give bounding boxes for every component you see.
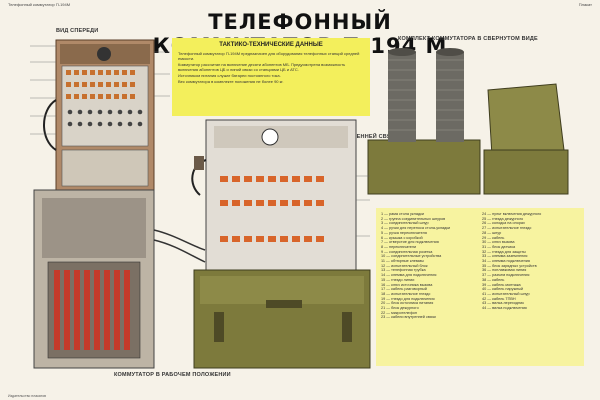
legend-item: 23 — кабели внутренней связи [381,315,436,320]
legend-item: 32 — гнезда для защиты [482,249,526,254]
legend-item: 21 — блок дежурного [381,306,419,311]
folded-kit-coils [367,48,481,195]
legend-column-2: 24 — пульт включения дежурного 25 — гнез… [482,212,580,311]
legend-item: 43 — вилка-переходник [482,301,524,306]
specs-paragraph: Источником питания служат батареи постоя… [178,73,281,78]
legend-item: 13 — телефонная трубка [381,268,426,273]
legend-item: 1 — рама стола укладки [381,212,424,216]
legend-item: 6 — крышка с коробкой [381,235,423,240]
legend-item: 9 — соединительная розетка [381,249,433,254]
legend-item: 26 — колодка на опорах [482,221,525,226]
specs-paragraph: Телефонный коммутатор П-194М предназначе… [178,51,360,61]
legend-item: 33 — клемма заземления [482,254,528,259]
front-view-switchboard [43,39,155,191]
specs-paragraph: Коммутатор рассчитан на включение десяти… [178,62,346,72]
working-position-assembly [33,189,206,369]
legend-item: 18 — испытательное гнездо [381,291,431,296]
legend-item: 14 — клемма для подключения [381,273,437,278]
test-block-assembly [191,119,357,271]
legend-item: 38 — кабель [482,277,505,282]
legend-item: 22 — микротелефон [381,310,418,315]
legend-item: 41 — испытательный шнур [482,291,530,296]
legend-item: 19 — гнездо для подключения [381,296,435,301]
label-working-position: КОММУТАТОР В РАБОЧЕМ ПОЛОЖЕНИИ [114,372,231,378]
olive-case [193,269,371,369]
header-right-text: Плакат [578,2,592,7]
legend-item: 27 — испытательное гнездо [482,226,532,231]
label-front-view: ВИД СПЕРЕДИ [56,28,99,34]
legend-item: 30 — ключ вызова [482,240,515,245]
legend-item: 15 — гнездо линии [381,277,415,282]
legend-item: 20 — блок источника питания [381,301,434,306]
footer-text: Издательство плакатов [8,394,47,398]
legend-item: 25 — гнезда дежурного [482,216,524,221]
label-folded-kit: КОМПЛЕКТ КОММУТАТОРА В СВЕРНУТОМ ВИДЕ [398,36,538,42]
specs-heading: ТАКТИКО-ТЕХНИЧЕСКИЕ ДАННЫЕ [219,42,323,48]
legend-item: 3 — соединительный шнур [381,221,429,226]
legend-item: 2 — группа соединительных шнуров [381,216,446,221]
leader-lines [30,45,370,237]
header-left-text: Телефонный коммутатор П-194М [8,2,71,7]
legend-item: 7 — отверстие для подключения [381,240,439,245]
legend-item: 29 — кабель [482,235,505,240]
specs-panel: ТАКТИКО-ТЕХНИЧЕСКИЕ ДАННЫЕ Телефонный ко… [172,38,370,116]
legend-item: 42 — кабель ТПВН [482,296,516,301]
legend-item: 5 — ручка переключателя [381,230,427,235]
legend-panel: 1 — рама стола укладки 2 — группа соедин… [376,208,584,366]
header-strip: Телефонный коммутатор П-194М Плакат [8,2,592,10]
legend-item: 39 — кабель монтажа [482,282,521,287]
legend-item: 28 — шнур [482,230,502,235]
legend-item: 8 — переключатели [381,244,417,249]
legend-item: 35 — блок зарядных устройств [482,263,537,268]
legend-item: 11 — обтюрные клеммы [381,259,424,264]
legend-item: 17 — кабель разговорный [381,287,427,292]
legend-item: 4 — ручки для переноса стола-укладки [381,226,451,231]
legend-column-1: 1 — рама стола укладки 2 — группа соедин… [381,212,479,320]
legend-item: 31 — блок датчика [482,244,516,249]
legend-item: 24 — пульт включения дежурного [482,212,542,216]
legend-item: 40 — кабель наружный [482,287,524,292]
legend-item: 36 — поплавковая линия [482,268,527,273]
specs-paragraph: Вес коммутатора в комплекте положения не… [178,79,284,84]
folded-kit-bag [483,83,569,195]
legend-item: 16 — ключ источника вызова [381,282,433,287]
legend-item: 44 — вилка подключения [482,306,527,311]
legend-item: 10 — соединительные устройства [381,254,442,259]
legend-item: 34 — клемма подключения [482,259,530,264]
legend-item: 12 — испытательный блок [381,263,428,268]
legend-item: 37 — разъем подключения [482,273,530,278]
